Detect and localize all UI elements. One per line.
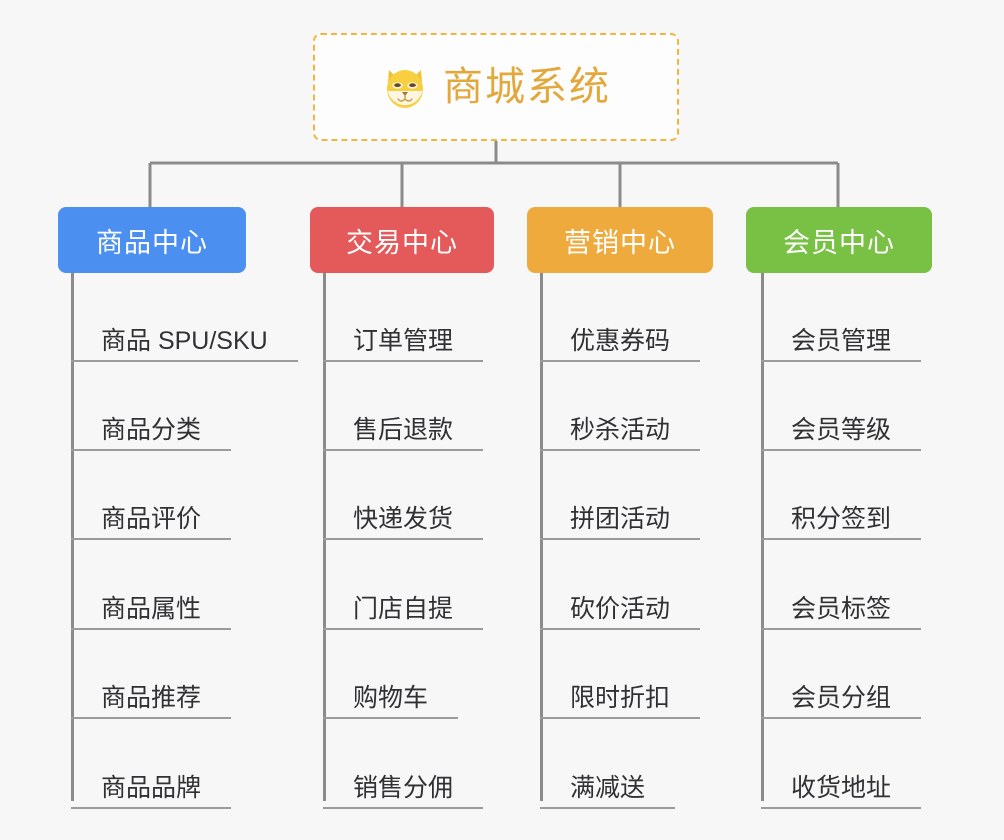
leaf-label: 商品推荐 xyxy=(101,684,202,712)
leaf-item[interactable]: 购物车 xyxy=(323,630,459,719)
leaf-item[interactable]: 商品品牌 xyxy=(71,720,232,809)
leaf-underline xyxy=(71,360,298,362)
leaf-item[interactable]: 秒杀活动 xyxy=(540,362,701,451)
leaf-label: 砍价活动 xyxy=(570,595,671,623)
leaf-label: 秒杀活动 xyxy=(570,416,671,444)
leaf-underline xyxy=(323,449,484,451)
leaf-underline xyxy=(323,538,484,540)
leaf-item[interactable]: 满减送 xyxy=(540,720,676,809)
leaf-label: 售后退款 xyxy=(353,416,454,444)
leaf-label: 购物车 xyxy=(353,684,429,712)
leaf-label: 会员分组 xyxy=(791,684,892,712)
leaf-label: 订单管理 xyxy=(353,327,454,355)
leaf-underline xyxy=(761,449,922,451)
leaf-label: 拼团活动 xyxy=(570,505,671,533)
leaf-underline xyxy=(71,717,232,719)
leaf-label: 商品分类 xyxy=(101,416,202,444)
leaf-spine xyxy=(761,273,764,801)
leaf-label: 积分签到 xyxy=(791,505,892,533)
leaf-label: 商品评价 xyxy=(101,505,202,533)
leaf-item[interactable]: 商品 SPU/SKU xyxy=(71,273,298,362)
leaf-item[interactable]: 门店自提 xyxy=(323,541,484,630)
leaf-label: 商品品牌 xyxy=(101,774,202,802)
leaf-item[interactable]: 商品评价 xyxy=(71,451,232,540)
leaf-spine xyxy=(71,273,74,801)
leaf-underline xyxy=(323,717,459,719)
leaf-underline xyxy=(761,538,922,540)
leaf-item[interactable]: 商品分类 xyxy=(71,362,232,451)
branch-node-trade-center[interactable]: 交易中心 xyxy=(310,207,494,273)
branch-label: 会员中心 xyxy=(783,227,895,258)
leaf-underline xyxy=(761,360,922,362)
leaf-label: 会员管理 xyxy=(791,327,892,355)
leaf-label: 商品 SPU/SKU xyxy=(101,327,268,355)
branch-label: 商品中心 xyxy=(96,227,208,258)
leaf-underline xyxy=(761,628,922,630)
leaf-underline xyxy=(323,628,484,630)
leaf-underline xyxy=(71,628,232,630)
leaf-underline xyxy=(540,807,676,809)
leaf-underline xyxy=(540,360,701,362)
leaf-underline xyxy=(761,717,922,719)
root-node[interactable]: 商城系统 xyxy=(313,33,679,141)
leaf-item[interactable]: 限时折扣 xyxy=(540,630,701,719)
leaf-underline xyxy=(71,807,232,809)
leaf-item[interactable]: 商品推荐 xyxy=(71,630,232,719)
leaf-spine xyxy=(323,273,326,801)
leaf-item[interactable]: 优惠券码 xyxy=(540,273,701,362)
root-title: 商城系统 xyxy=(443,65,611,109)
leaf-underline xyxy=(540,449,701,451)
leaf-label: 商品属性 xyxy=(101,595,202,623)
leaf-item[interactable]: 销售分佣 xyxy=(323,720,484,809)
leaf-item[interactable]: 会员标签 xyxy=(761,541,922,630)
leaf-label: 快递发货 xyxy=(353,505,454,533)
leaf-underline xyxy=(71,449,232,451)
leaf-item[interactable]: 会员管理 xyxy=(761,273,922,362)
leaf-item[interactable]: 会员分组 xyxy=(761,630,922,719)
leaf-underline xyxy=(540,717,701,719)
leaf-label: 门店自提 xyxy=(353,595,454,623)
leaf-label: 销售分佣 xyxy=(353,774,454,802)
leaf-underline xyxy=(540,628,701,630)
leaf-item[interactable]: 快递发货 xyxy=(323,451,484,540)
branch-node-marketing-center[interactable]: 营销中心 xyxy=(527,207,713,273)
leaf-item[interactable]: 收货地址 xyxy=(761,720,922,809)
leaf-item[interactable]: 售后退款 xyxy=(323,362,484,451)
leaf-underline xyxy=(540,538,701,540)
leaf-item[interactable]: 积分签到 xyxy=(761,451,922,540)
leaf-label: 满减送 xyxy=(570,774,646,802)
leaf-item[interactable]: 拼团活动 xyxy=(540,451,701,540)
branch-node-product-center[interactable]: 商品中心 xyxy=(58,207,246,273)
leaf-underline xyxy=(323,807,484,809)
leaf-underline xyxy=(761,807,922,809)
branch-label: 营销中心 xyxy=(564,227,676,258)
branch-label: 交易中心 xyxy=(346,227,458,258)
leaf-label: 会员标签 xyxy=(791,595,892,623)
leaf-item[interactable]: 商品属性 xyxy=(71,541,232,630)
leaf-label: 限时折扣 xyxy=(570,684,671,712)
leaf-label: 优惠券码 xyxy=(570,327,671,355)
leaf-spine xyxy=(540,273,543,801)
leaf-label: 收货地址 xyxy=(791,774,892,802)
leaf-label: 会员等级 xyxy=(791,416,892,444)
shiba-dog-face-icon xyxy=(381,64,429,110)
leaf-item[interactable]: 砍价活动 xyxy=(540,541,701,630)
leaf-underline xyxy=(323,360,484,362)
branch-node-member-center[interactable]: 会员中心 xyxy=(746,207,932,273)
leaf-item[interactable]: 会员等级 xyxy=(761,362,922,451)
leaf-item[interactable]: 订单管理 xyxy=(323,273,484,362)
leaf-underline xyxy=(71,538,232,540)
